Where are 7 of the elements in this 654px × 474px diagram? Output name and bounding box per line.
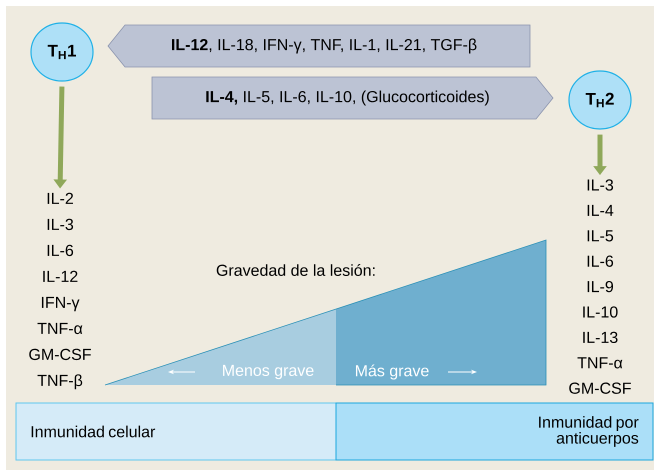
severity-label: Gravedad de la lesión: [216,264,375,276]
severity-label: Menos grave [223,364,314,380]
cytokine-list: IL-3 IL-4 IL-5 IL-6 IL-9 IL-10 IL-13 TNF-α GM-CSF [569,179,631,394]
immunity-band: Inmunidad por anticuerpos [336,402,654,460]
immunity-band: Inmunidad celular [16,402,336,460]
severity-label: Más grave [356,364,429,380]
cytokine-list: IL-2 IL-3 IL-6 IL-12 IFN-γ TNF-α GM-CSF TNF-β [29,192,91,390]
